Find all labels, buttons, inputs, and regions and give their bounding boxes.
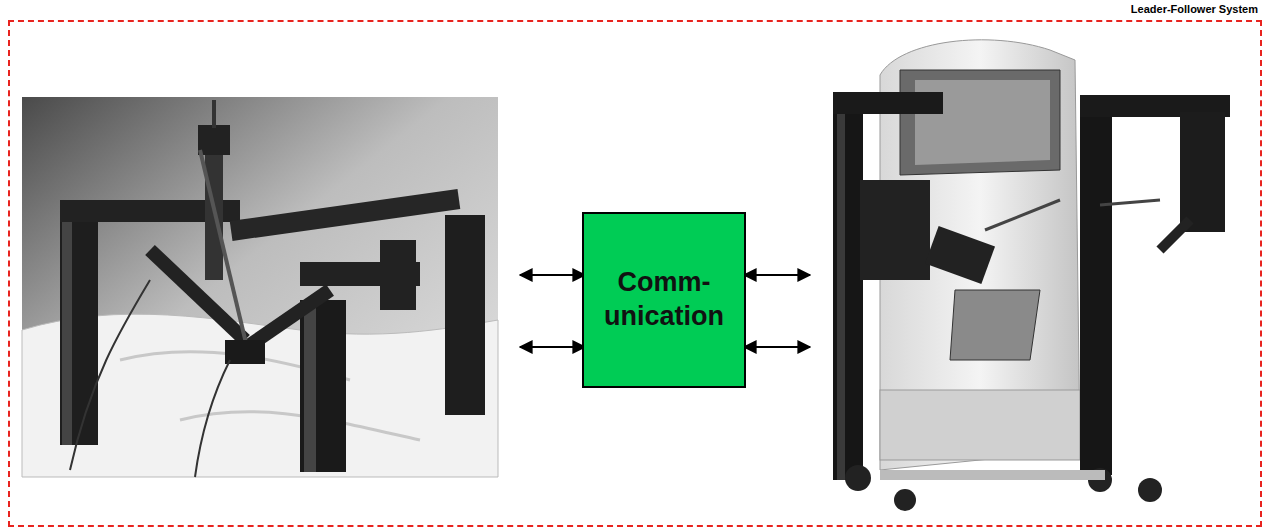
box-label: Comm- unication [584,266,744,334]
double-arrow [520,274,585,276]
double-arrow [744,274,810,276]
system-region: Leader-Follower SystemComm- unication [8,20,1262,527]
surgeon-console-photo [833,40,1230,511]
double-arrow [744,346,810,348]
surgical-robot-photo [22,97,498,477]
process-box: Comm- unication [582,212,746,388]
double-arrow [520,346,585,348]
region-title: Leader-Follower System [1131,3,1258,15]
